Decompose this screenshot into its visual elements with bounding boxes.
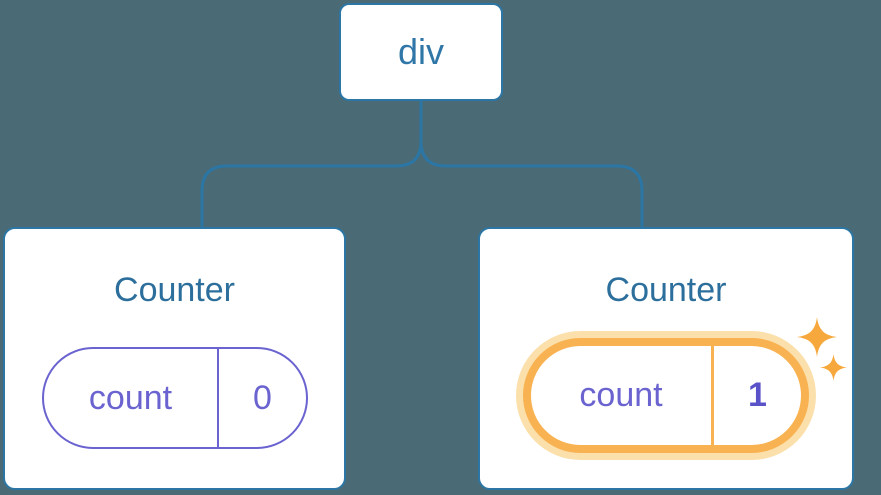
state-value: 1 (711, 346, 801, 445)
root-node-div: div (339, 3, 503, 101)
counter-card-left: Counter count 0 (3, 227, 346, 490)
state-pill-count-highlighted: count 1 (523, 338, 809, 453)
state-key-label: count (88, 378, 173, 417)
state-pill-count: count 0 (42, 347, 308, 449)
state-value: 0 (217, 349, 306, 447)
counter-card-right: Counter count 1 (478, 227, 854, 490)
counter-title: Counter (114, 271, 235, 309)
root-node-label: div (397, 31, 445, 72)
counter-title: Counter (605, 271, 727, 309)
state-key-label: count (579, 376, 663, 414)
